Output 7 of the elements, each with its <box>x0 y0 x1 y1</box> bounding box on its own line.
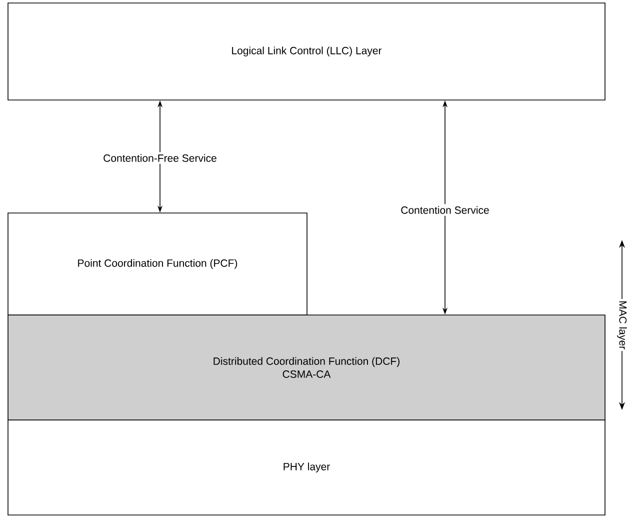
layer-box: Logical Link Control (LLC) Layer <box>8 2 606 100</box>
edge-label: Contention Service <box>398 204 492 216</box>
function-box: Point Coordination Function (PCF) <box>8 212 308 316</box>
layer-label: MAC layer <box>616 299 628 351</box>
layer-box: PHY layer <box>8 420 606 516</box>
edge-label: Contention-Free Service <box>101 152 219 164</box>
shaded-function-box: Distributed Coordination Function (DCF) CSMA-CA <box>8 314 606 420</box>
